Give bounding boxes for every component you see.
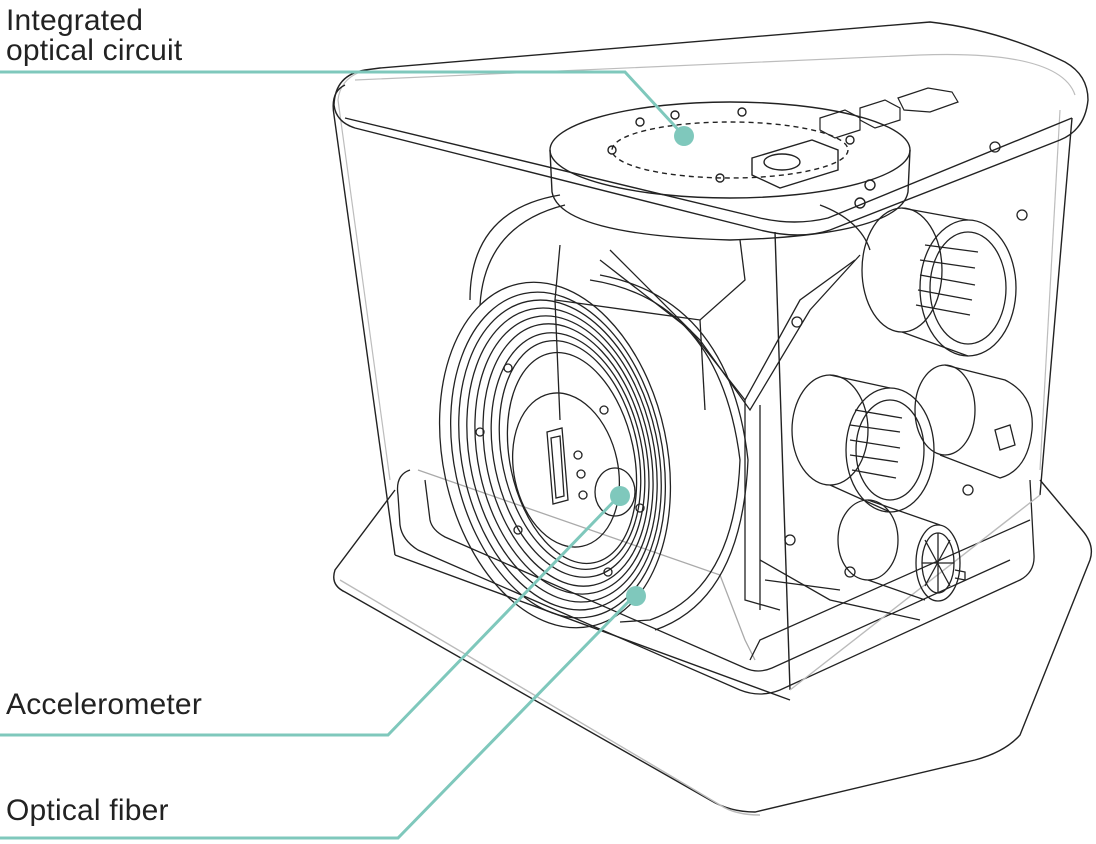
- label-optical-fiber: Optical fiber: [6, 794, 169, 827]
- side-cylinder: [914, 364, 1033, 479]
- fiber-coil: [438, 274, 749, 631]
- callout-dot-accelerometer: [610, 486, 630, 506]
- outer-cover: [332, 21, 1089, 701]
- base-plate: [333, 479, 1093, 816]
- callout-lines: [0, 70, 686, 840]
- frame-ring: [469, 194, 871, 306]
- callout-line-optical-circuit: [0, 70, 686, 138]
- callout-dot-optical-fiber: [626, 586, 646, 606]
- inner-tray: [396, 469, 1035, 695]
- label-integrated-optical-circuit: Integrated optical circuit: [6, 6, 182, 66]
- label-ioc-line2: optical circuit: [6, 34, 183, 67]
- callout-dot-optical-circuit: [674, 126, 694, 146]
- callout-line-accelerometer: [0, 495, 620, 737]
- cover-ghost-edges: [337, 53, 1076, 481]
- callout-line-optical-fiber: [0, 594, 636, 840]
- top-connector-blocks: [819, 87, 959, 139]
- label-ioc-line1: Integrated: [6, 4, 144, 37]
- lower-motor: [837, 499, 966, 602]
- label-accelerometer: Accelerometer: [6, 688, 203, 721]
- connector-upper: [861, 207, 1017, 357]
- accelerometer: [546, 427, 636, 517]
- optical-circuit-disc: [549, 101, 911, 241]
- callout-dots: [610, 126, 694, 606]
- connector-middle: [791, 374, 935, 513]
- cube-frame: [554, 141, 1028, 621]
